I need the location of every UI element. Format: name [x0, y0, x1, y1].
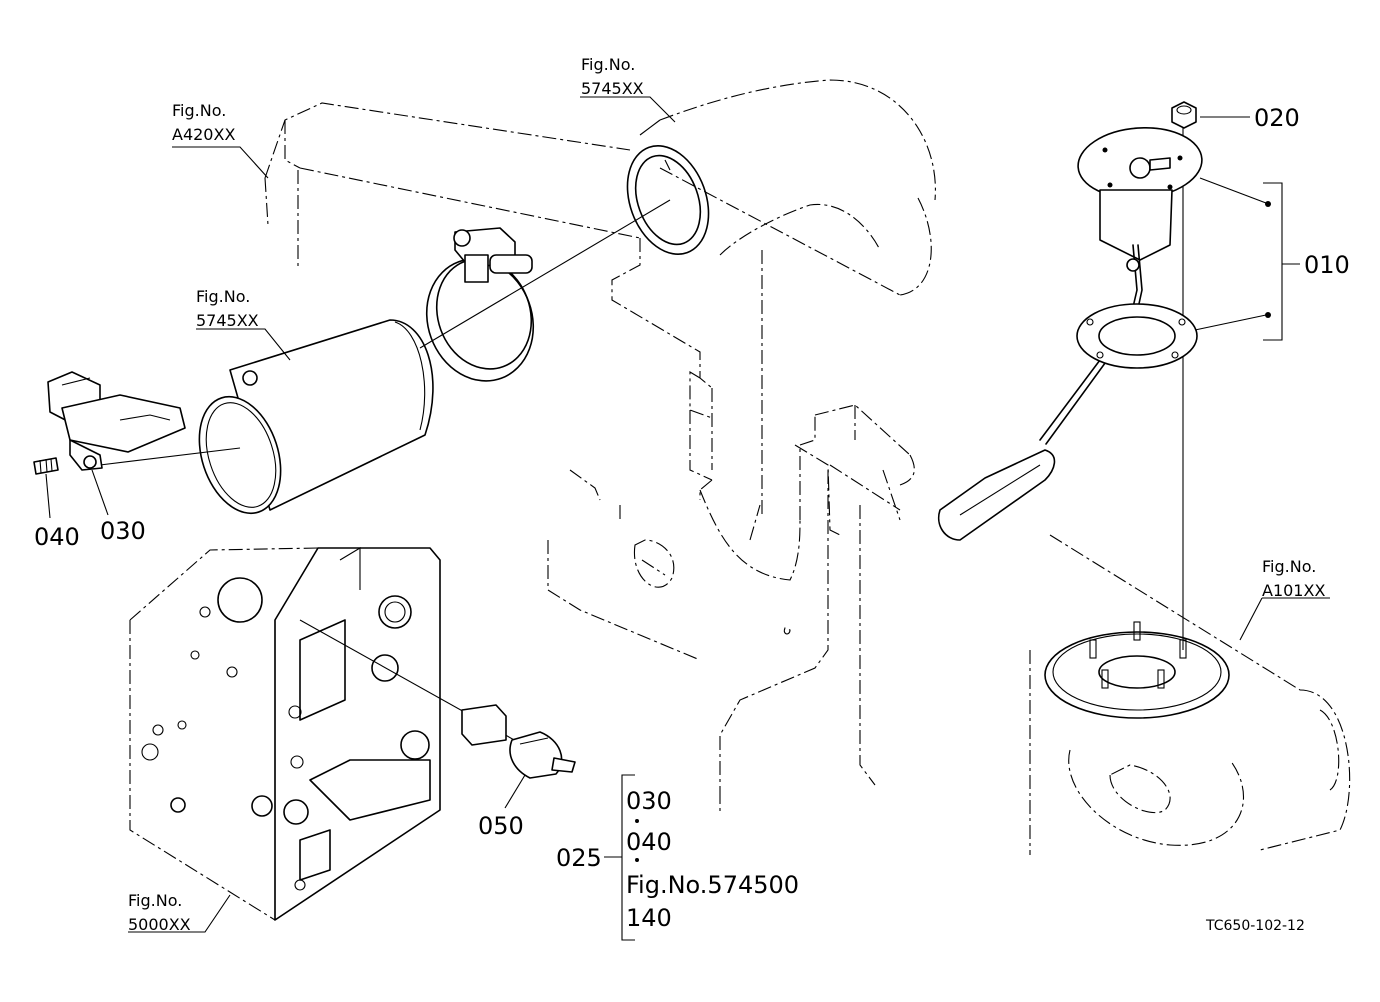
engine-block: [129, 547, 441, 921]
pressure-switch: [461, 704, 576, 779]
part-label-010: 010: [1304, 251, 1350, 279]
fig-ref-5745-top-prefix: Fig.No.: [581, 55, 635, 74]
intake-pipe: [626, 119, 710, 256]
assembly-axis-lines: [99, 120, 1184, 761]
fuel-tank: [1029, 534, 1351, 855]
fig-ref-5745-top-code: 5745XX: [581, 79, 644, 98]
part-label-030: 030: [100, 517, 146, 545]
leader-lines: [45, 96, 1330, 933]
phantom-housing-outline: [264, 79, 936, 815]
fig-ref-a420-prefix: Fig.No.: [172, 101, 226, 120]
kit-bracket: [604, 774, 639, 941]
fig-ref-a101-prefix: Fig.No.: [1262, 557, 1316, 576]
filter-canister: [198, 319, 434, 515]
fig-ref-a101-code: A101XX: [1262, 581, 1325, 600]
drawing-code: TC650-102-12: [1205, 918, 1305, 934]
kit-number: 025: [556, 844, 602, 872]
part-label-040: 040: [34, 523, 80, 551]
bolt: [33, 457, 59, 475]
hose-clamp: [425, 227, 535, 382]
kit-item-4: 140: [626, 904, 672, 932]
gasket: [1076, 303, 1198, 369]
sensor-assembly: [47, 371, 186, 471]
fig-ref-5000-code: 5000XX: [128, 915, 191, 934]
fig-ref-5745-left-code: 5745XX: [196, 311, 259, 330]
part-label-020: 020: [1254, 104, 1300, 132]
fig-ref-a420-code: A420XX: [172, 125, 235, 144]
fig-ref-5745-left-prefix: Fig.No.: [196, 287, 250, 306]
kit-item-1: 030: [626, 787, 672, 815]
kit-item-2: 040: [626, 828, 672, 856]
nut: [1171, 101, 1197, 129]
part-label-050: 050: [478, 812, 524, 840]
kit-item-3: Fig.No.574500: [626, 871, 799, 899]
fuel-sender-unit: [938, 127, 1203, 541]
fig-ref-5000-prefix: Fig.No.: [128, 891, 182, 910]
